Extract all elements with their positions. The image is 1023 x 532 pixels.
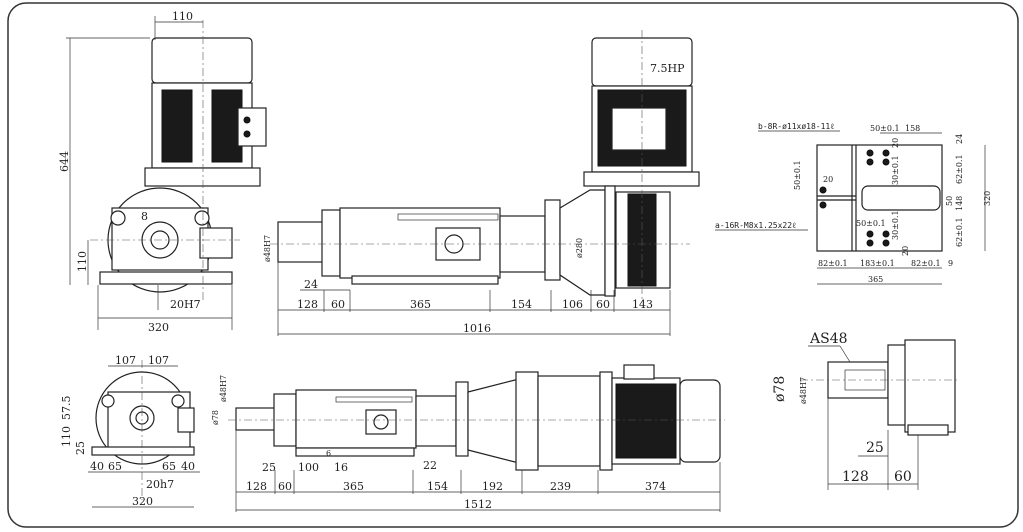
dim-seg-1-bottom: 128 xyxy=(246,480,267,493)
dim-seg-7-bottom: 374 xyxy=(645,480,666,493)
dim-20H7: 20H7 xyxy=(170,298,201,311)
motor-fins-right xyxy=(211,89,243,163)
quill xyxy=(277,221,329,263)
dim-65-right: 65 xyxy=(162,460,176,473)
dim-25-bottom: 25 xyxy=(262,461,276,474)
plate-dim-30-bot: 30±0.1 xyxy=(891,210,900,240)
mounting-plate-view: b-8R-ø11xø18-11ℓ a-16R-M8x1.25x22ℓ 50±0.… xyxy=(715,122,992,285)
note-b-holes: b-8R-ø11xø18-11ℓ xyxy=(758,122,834,131)
dim-107-right: 107 xyxy=(148,354,169,367)
dim-total-1512: 1512 xyxy=(464,498,492,511)
dim-seg-3-bottom: 365 xyxy=(343,480,364,493)
dim-65-left: 65 xyxy=(108,460,122,473)
detail-dim-25: 25 xyxy=(866,440,884,456)
detail-title-as48: AS48 xyxy=(809,331,848,347)
gear-label-8: 8 xyxy=(141,210,148,223)
dim-320-bottom: 320 xyxy=(132,495,153,508)
dim-25: 25 xyxy=(74,441,87,455)
motor-flange xyxy=(583,171,700,187)
adapter-shaft xyxy=(827,361,889,399)
terminal-box xyxy=(237,107,267,147)
dim-100: 100 xyxy=(298,461,319,474)
plate-dim-9: 9 xyxy=(948,259,953,268)
dim-24: 24 xyxy=(304,278,318,291)
dim-total-1016: 1016 xyxy=(463,322,491,335)
dim-78-bottom: ø78 xyxy=(211,410,220,425)
dim-seg-3: 365 xyxy=(410,298,431,311)
side-view-bottom: ø48H7 ø78 25 100 6 16 22 128 60 365 154 … xyxy=(211,364,725,512)
plate-dim-158: 158 xyxy=(905,124,920,133)
plate-dim-50-left: 50±0.1 xyxy=(793,160,802,190)
plate-dim-50-mid: 50 xyxy=(945,196,954,206)
dim-16: 16 xyxy=(334,461,348,474)
quill xyxy=(235,407,277,431)
dim-110-side: 110 xyxy=(76,251,89,272)
plate-dim-62-top: 62±0.1 xyxy=(955,154,964,184)
motor-fan-cover xyxy=(151,37,253,84)
dim-seg-4-bottom: 154 xyxy=(427,480,448,493)
motor-power-label: 7.5HP xyxy=(650,62,685,75)
terminal-box xyxy=(623,364,655,380)
plate-dim-148: 148 xyxy=(955,196,964,211)
clamp-block xyxy=(199,227,233,259)
detail-dim-128: 128 xyxy=(842,469,869,485)
dim-seg-5: 106 xyxy=(562,298,583,311)
gear-icon xyxy=(373,414,389,430)
plate-dim-62-bot: 62±0.1 xyxy=(955,217,964,247)
dim-48H7: ø48H7 xyxy=(263,235,272,262)
plate-dim-183: 183±0.1 xyxy=(860,259,895,268)
detail-dim-60: 60 xyxy=(894,469,912,485)
dim-280: ø280 xyxy=(575,238,584,258)
dim-57-5: 57.5 xyxy=(60,396,73,421)
plate-dim-320: 320 xyxy=(983,191,992,206)
dim-40-right: 40 xyxy=(181,460,195,473)
plate-dim-24: 24 xyxy=(955,134,964,144)
detail-as48: AS48 ø78 ø48H7 25 128 60 xyxy=(772,331,960,490)
plate-dim-82-left: 82±0.1 xyxy=(818,259,848,268)
dim-110: 110 xyxy=(60,426,73,447)
plate-dim-82-right: 82±0.1 xyxy=(911,259,941,268)
plate-dim-20-bot: 20 xyxy=(901,246,910,256)
dim-48H7-bottom: ø48H7 xyxy=(219,375,228,402)
plate-dim-50-bot: 50±0.1 xyxy=(856,219,886,228)
dim-seg-6-bottom: 239 xyxy=(550,480,571,493)
detail-dim-48H7: ø48H7 xyxy=(799,377,808,404)
dim-6: 6 xyxy=(326,449,331,458)
dim-seg-2-bottom: 60 xyxy=(278,480,292,493)
gear-reducer xyxy=(537,375,601,467)
dim-320-top: 320 xyxy=(148,321,169,334)
plate-dim-20-top: 20 xyxy=(891,138,900,148)
note-a-holes: a-16R-M8x1.25x22ℓ xyxy=(715,221,796,230)
dim-644: 644 xyxy=(58,151,71,172)
dim-seg-6: 60 xyxy=(596,298,610,311)
spindle-body xyxy=(295,389,417,449)
base-plate xyxy=(91,446,195,456)
base-plate xyxy=(99,271,233,285)
dim-seg-7: 143 xyxy=(632,298,653,311)
side-view-top: 7.5HP ø48H7 ø280 24 128 60 365 xyxy=(263,30,700,336)
dim-seg-1: 128 xyxy=(297,298,318,311)
plate-dim-30-top: 30±0.1 xyxy=(891,155,900,185)
dim-22: 22 xyxy=(423,459,437,472)
plate-dim-50-top: 50±0.1 xyxy=(870,124,900,133)
front-view-bottom: 107 107 57.5 110 25 40 65 65 40 20h7 320 xyxy=(60,354,200,508)
front-view-top: 110 644 8 110 20H7 320 xyxy=(58,10,267,334)
plate-dim-20-left: 20 xyxy=(823,175,833,184)
drawing-frame xyxy=(7,2,1019,528)
dim-107-left: 107 xyxy=(115,354,136,367)
dim-seg-2: 60 xyxy=(331,298,345,311)
plate-dim-365: 365 xyxy=(868,275,883,284)
motor-fins-left xyxy=(161,89,193,163)
dim-seg-4: 154 xyxy=(511,298,532,311)
motor-fan-cover xyxy=(679,379,721,463)
dim-110-top: 110 xyxy=(172,10,193,23)
motor-flange xyxy=(144,167,261,187)
dim-40-left: 40 xyxy=(90,460,104,473)
detail-dim-78: ø78 xyxy=(772,376,788,402)
dim-20h7: 20h7 xyxy=(146,478,174,491)
dim-seg-5-bottom: 192 xyxy=(482,480,503,493)
